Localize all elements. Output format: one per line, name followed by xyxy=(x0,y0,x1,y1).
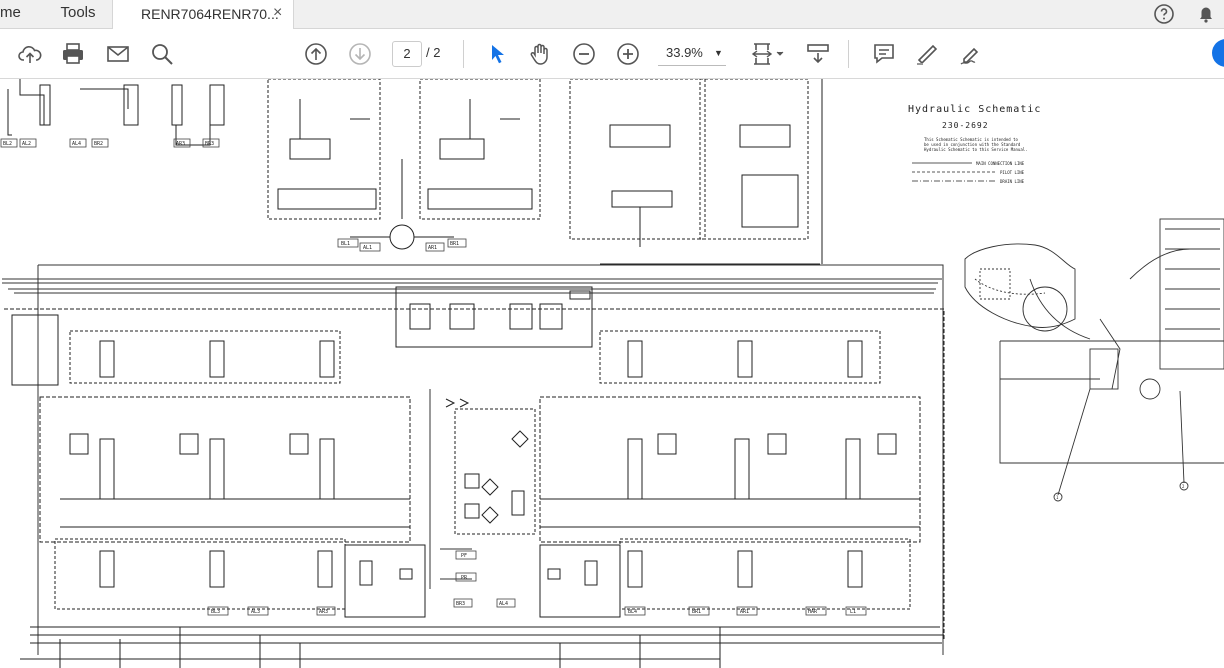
arrow-up-circle-icon[interactable] xyxy=(303,41,329,67)
scroll-mode-icon[interactable] xyxy=(805,41,831,67)
document-canvas[interactable]: Hydraulic Schematic 230-2692 This Schema… xyxy=(0,79,1224,668)
port-label: BL4 xyxy=(628,609,637,615)
schematic-title: Hydraulic Schematic xyxy=(908,104,1041,115)
callout-label: 2 xyxy=(1182,484,1185,489)
main-toolbar: 2 / 2 33.9% ▼ xyxy=(0,29,1224,79)
part-number: 230-2692 xyxy=(942,121,989,130)
legend-pilot-line: PILOT LINE xyxy=(1000,170,1025,175)
zoom-value: 33.9% xyxy=(666,45,703,60)
port-label: HAR xyxy=(808,609,818,615)
port-label: AL4 xyxy=(499,601,508,607)
comment-icon[interactable] xyxy=(871,41,897,67)
toolbar-divider xyxy=(463,40,464,68)
port-label: BR3 xyxy=(205,141,214,147)
magnifier-icon[interactable] xyxy=(149,41,175,67)
cursor-arrow-icon[interactable] xyxy=(484,41,510,67)
tab-tools[interactable]: Tools xyxy=(44,0,113,28)
hydraulic-schematic-page: Hydraulic Schematic 230-2692 This Schema… xyxy=(0,79,1224,668)
tab-bar: me Tools RENR7064RENR70... × xyxy=(0,0,1224,30)
note-line-3: Hydraulic Schematic to this Service Manu… xyxy=(924,147,1028,152)
port-label: AL3 xyxy=(251,609,260,615)
port-label: BL3 xyxy=(211,609,220,615)
arrow-down-circle-icon[interactable] xyxy=(347,41,373,67)
machine-drawing xyxy=(964,218,1224,502)
tab-document[interactable]: RENR7064RENR70... × xyxy=(113,0,294,30)
port-label: PF xyxy=(461,553,467,559)
port-label: AR3 xyxy=(319,609,328,615)
minus-circle-icon[interactable] xyxy=(571,41,597,67)
port-label: AL1 xyxy=(363,245,372,251)
port-label: BR2 xyxy=(94,141,103,147)
port-label: L1 xyxy=(850,609,856,615)
port-label: AR3 xyxy=(176,141,185,147)
callout-label: 1 xyxy=(1056,495,1059,500)
close-icon[interactable]: × xyxy=(273,4,283,21)
port-label: AL4 xyxy=(72,141,81,147)
port-label: BR3 xyxy=(456,601,465,607)
cloud-upload-icon[interactable] xyxy=(17,41,43,67)
legend-main-line: MAIN CONNECTION LINE xyxy=(976,161,1025,166)
bell-icon[interactable] xyxy=(1194,2,1218,26)
toolbar-divider xyxy=(848,40,849,68)
pen-icon[interactable] xyxy=(914,41,940,67)
help-circle-icon[interactable] xyxy=(1152,2,1176,26)
port-label: BR1 xyxy=(692,609,701,615)
tab-home[interactable]: me xyxy=(0,4,21,21)
hand-icon[interactable] xyxy=(527,41,553,67)
sign-icon[interactable] xyxy=(958,41,984,67)
page-number-input[interactable]: 2 xyxy=(392,41,422,67)
plus-circle-icon[interactable] xyxy=(615,41,641,67)
envelope-icon[interactable] xyxy=(105,41,131,67)
printer-icon[interactable] xyxy=(60,41,86,67)
page-total: / 2 xyxy=(426,45,441,60)
port-label: BL1 xyxy=(341,241,350,247)
fit-page-icon[interactable] xyxy=(750,41,786,67)
tab-document-label: RENR7064RENR70... xyxy=(141,6,279,22)
port-label: PR xyxy=(461,575,468,581)
port-label: BL2 xyxy=(3,141,12,147)
note-line-2: be used in conjunction with the Standard xyxy=(924,142,1021,147)
port-label: AL2 xyxy=(22,141,31,147)
port-label: BR1 xyxy=(450,241,459,247)
chevron-down-icon: ▼ xyxy=(714,48,723,58)
account-avatar[interactable] xyxy=(1212,39,1224,67)
port-label: AR1 xyxy=(428,245,437,251)
legend-drain-line: DRAIN LINE xyxy=(1000,179,1025,184)
note-line-1: This Schematic Schematic is intended to xyxy=(924,137,1019,142)
zoom-select[interactable]: 33.9% ▼ xyxy=(658,41,726,66)
port-label: AR1 xyxy=(740,609,749,615)
